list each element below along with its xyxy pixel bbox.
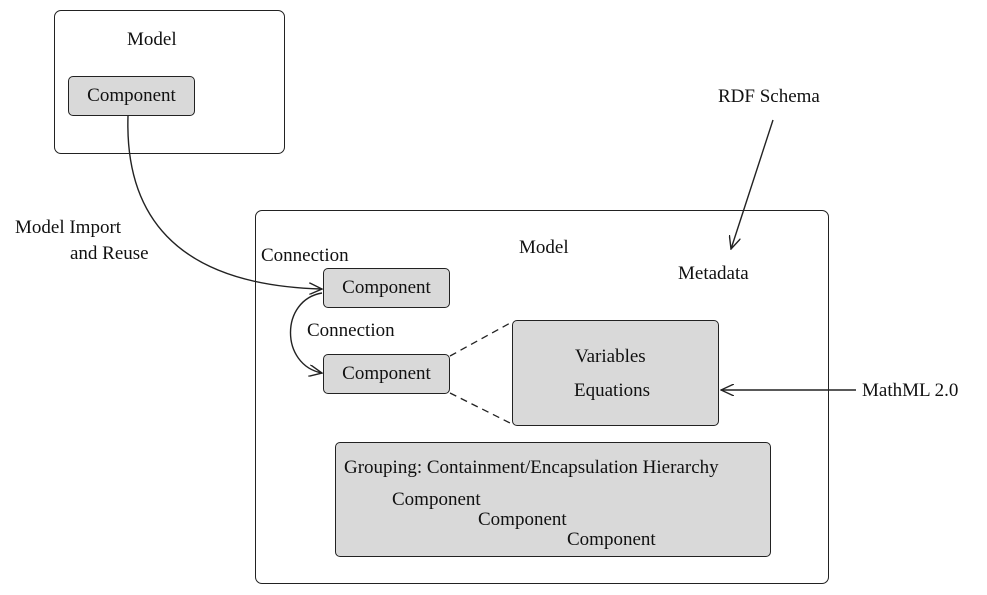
grouping-box	[335, 442, 771, 557]
component-b: Component	[323, 354, 450, 394]
equations-label: Equations	[574, 380, 650, 401]
mathml-label: MathML 2.0	[862, 380, 959, 401]
model-import-label-line2: and Reuse	[70, 243, 149, 264]
metadata-label: Metadata	[678, 263, 749, 284]
main-model-title: Model	[519, 237, 569, 258]
grouping-component-3: Component	[567, 529, 656, 550]
math-box	[512, 320, 719, 426]
rdf-schema-label: RDF Schema	[718, 86, 820, 107]
connection-label-mid: Connection	[307, 320, 395, 341]
connection-label-top: Connection	[261, 245, 349, 266]
expansion-line-top	[449, 321, 513, 357]
component-a: Component	[323, 268, 450, 308]
variables-label: Variables	[575, 346, 646, 367]
model-import-label-line1: Model Import	[15, 217, 122, 238]
expansion-line-bottom	[449, 392, 513, 425]
top-model-component: Component	[68, 76, 195, 116]
import-reuse-arrow	[127, 115, 322, 289]
rdf-schema-arrow	[731, 119, 774, 249]
grouping-title: Grouping: Containment/Encapsulation Hier…	[344, 457, 719, 478]
top-model-title: Model	[127, 29, 177, 50]
grouping-component-2: Component	[478, 509, 567, 530]
grouping-component-1: Component	[392, 489, 481, 510]
connection-arrow	[289, 292, 323, 373]
